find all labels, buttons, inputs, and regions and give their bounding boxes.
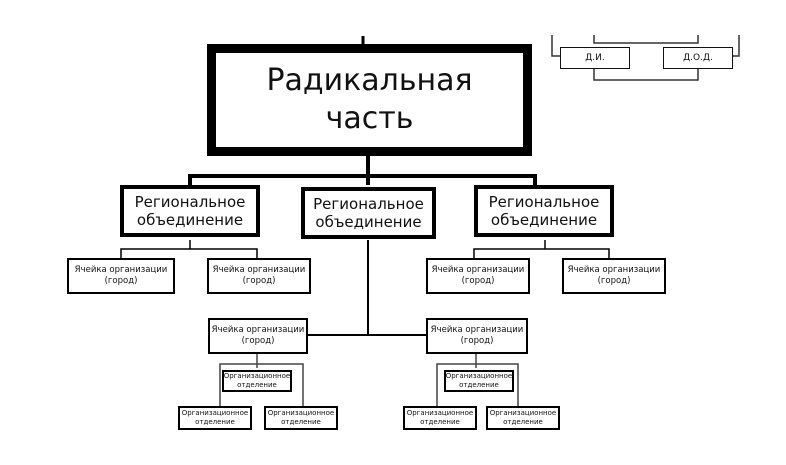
cell-label-line2: (город): [597, 276, 631, 286]
department-label-line2: отделение: [459, 381, 499, 389]
cell-node: Ячейка организации (город): [67, 258, 175, 294]
region-label-line1: Региональное: [134, 193, 246, 211]
legend-box-dod: Д.О.Д.: [663, 47, 733, 69]
region-node-center: Региональное объединение: [301, 187, 436, 239]
cell-node: Ячейка организации (город): [207, 258, 311, 294]
department-label-line2: отделение: [195, 418, 235, 426]
region-label-line1: Региональное: [488, 193, 600, 211]
department-node: Организационное отделение: [444, 370, 514, 392]
legend-box-di: Д.И.: [560, 47, 630, 69]
department-label-line1: Организационное: [489, 409, 557, 417]
department-label-line2: отделение: [237, 381, 277, 389]
legend-label: Д.О.Д.: [683, 52, 713, 63]
region-label-line1: Региональное: [313, 195, 424, 213]
cell-label-line2: (город): [241, 336, 275, 346]
cell-label-line1: Ячейка организации: [567, 265, 661, 275]
cell-label-line1: Ячейка организации: [211, 325, 305, 335]
root-node: Радикальная часть: [207, 44, 532, 156]
cell-label-line2: (город): [460, 336, 494, 346]
cell-label-line1: Ячейка организации: [74, 265, 168, 275]
cell-node: Ячейка организации (город): [426, 258, 530, 294]
region-label-line2: объединение: [490, 211, 598, 229]
cell-label-line1: Ячейка организации: [430, 325, 524, 335]
department-label-line2: отделение: [503, 418, 543, 426]
cell-department-connectors: [219, 352, 519, 406]
department-label-line1: Организационное: [267, 409, 335, 417]
department-node: Организационное отделение: [222, 370, 292, 392]
department-node: Организационное отделение: [264, 406, 338, 430]
cell-node-center-left: Ячейка организации (город): [208, 318, 308, 354]
root-title-line1: Радикальная: [266, 63, 473, 98]
department-label-line1: Организационное: [445, 372, 513, 380]
department-label-line1: Организационное: [406, 409, 474, 417]
cell-node-center-right: Ячейка организации (город): [426, 318, 528, 354]
department-node: Организационное отделение: [178, 406, 252, 430]
department-label-line2: отделение: [420, 418, 460, 426]
region-node-right: Региональное объединение: [474, 185, 614, 237]
cell-label-line1: Ячейка организации: [212, 265, 306, 275]
region-node-left: Региональное объединение: [120, 185, 260, 237]
cell-label-line2: (город): [104, 276, 138, 286]
department-node: Организационное отделение: [403, 406, 477, 430]
cell-label-line2: (город): [242, 276, 276, 286]
root-region-connectors: [188, 156, 537, 185]
legend-label: Д.И.: [585, 52, 605, 63]
legend-connectors: [551, 35, 740, 81]
cell-node: Ячейка организации (город): [562, 258, 666, 294]
region-cell-connectors: [120, 240, 610, 336]
department-label-line2: отделение: [281, 418, 321, 426]
root-title-line2: часть: [325, 101, 414, 136]
cell-label-line1: Ячейка организации: [431, 265, 525, 275]
region-label-line2: объединение: [315, 213, 422, 231]
department-node: Организационное отделение: [486, 406, 560, 430]
department-label-line1: Организационное: [223, 372, 291, 380]
region-label-line2: объединение: [136, 211, 244, 229]
cell-label-line2: (город): [461, 276, 495, 286]
department-label-line1: Организационное: [181, 409, 249, 417]
